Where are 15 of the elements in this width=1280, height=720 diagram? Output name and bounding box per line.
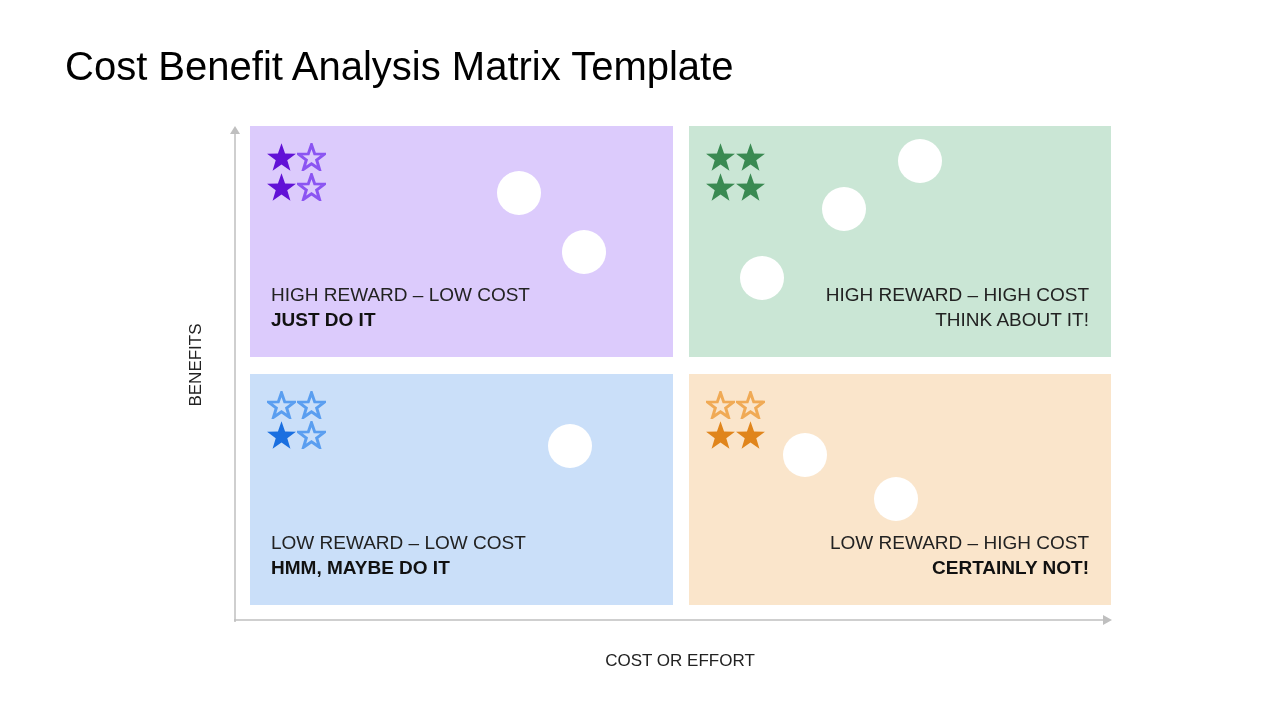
- axis-label: COST OR EFFORT: [605, 651, 755, 669]
- quadrant-heading: LOW REWARD – LOW COST: [271, 532, 526, 554]
- quadrant-heading: HIGH REWARD – HIGH COST: [825, 284, 1089, 306]
- axis-label: BENEFITS: [186, 323, 204, 407]
- quadrant-verdict: THINK ABOUT IT!: [935, 309, 1089, 331]
- quadrant-heading: LOW REWARD – HIGH COST: [830, 532, 1089, 554]
- quadrant-verdict: HMM, MAYBE DO IT: [271, 557, 450, 579]
- quadrant-box: [689, 374, 1111, 605]
- quadrant-heading: HIGH REWARD – LOW COST: [271, 284, 530, 306]
- slide-title: Cost Benefit Analysis Matrix Template: [65, 46, 734, 86]
- quadrant-box: [250, 374, 673, 605]
- quadrant-box: [689, 126, 1111, 357]
- quadrant-verdict: JUST DO IT: [271, 309, 376, 331]
- quadrant-verdict: CERTAINLY NOT!: [932, 557, 1089, 579]
- quadrant-box: [250, 126, 673, 357]
